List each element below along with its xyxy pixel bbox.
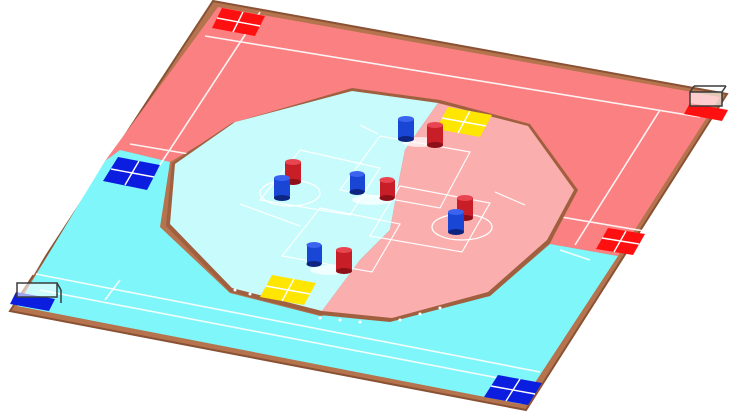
piece-pair-bottom: [306, 242, 352, 275]
blue-alliance-zone: [17, 150, 618, 404]
red-tile-top-left: [212, 8, 265, 36]
yellow-tile-bottom: [260, 275, 316, 305]
goal-top-right: [689, 85, 727, 107]
blue-piece: [398, 116, 414, 142]
platform-blue-half: [170, 91, 438, 311]
platform-rivets: [233, 288, 442, 324]
red-piece: [379, 177, 395, 201]
red-tile-right: [596, 228, 645, 255]
blue-piece: [349, 171, 365, 195]
blue-tile-left: [103, 157, 160, 190]
red-alliance-zone: [105, 7, 720, 256]
goal-bottom-left: [16, 282, 62, 303]
blue-piece: [448, 209, 464, 235]
blue-tile-bottom-right: [484, 375, 542, 405]
yellow-tile-top: [436, 107, 492, 137]
red-piece: [336, 247, 352, 274]
blue-piece: [306, 242, 322, 267]
red-tile-goal-right: [684, 103, 728, 121]
piece-pair-left: [274, 159, 301, 201]
red-piece: [427, 122, 443, 148]
platform-red-half: [322, 103, 574, 318]
piece-pair-top: [398, 116, 443, 148]
piece-pair-right: [448, 195, 473, 235]
blue-piece: [274, 175, 290, 201]
piece-pair-center: [349, 171, 395, 205]
